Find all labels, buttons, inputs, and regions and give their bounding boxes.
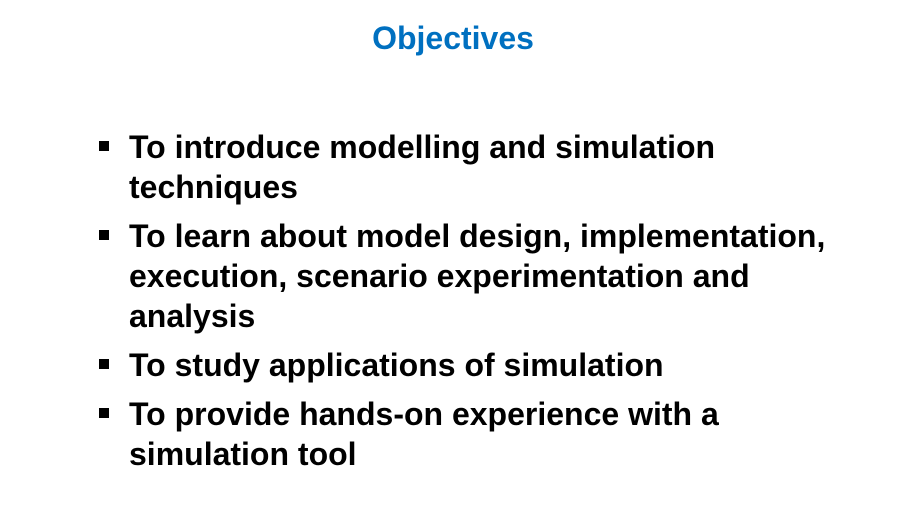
objective-text: To learn about model design, implementat…	[129, 218, 826, 334]
square-bullet-icon	[99, 141, 109, 151]
slide-title: Objectives	[372, 20, 534, 56]
square-bullet-icon	[99, 230, 109, 240]
objective-text: To provide hands-on experience with a si…	[129, 396, 719, 472]
objective-item: To learn about model design, implementat…	[94, 216, 874, 336]
objectives-list: To introduce modelling and simulation te…	[94, 127, 874, 483]
square-bullet-icon	[99, 359, 109, 369]
objective-text: To introduce modelling and simulation te…	[129, 129, 716, 205]
objective-text: To study applications of simulation	[129, 347, 664, 383]
objective-item: To introduce modelling and simulation te…	[94, 127, 874, 207]
objective-item: To provide hands-on experience with a si…	[94, 394, 874, 474]
square-bullet-icon	[99, 408, 109, 418]
objective-item: To study applications of simulation	[94, 345, 874, 385]
